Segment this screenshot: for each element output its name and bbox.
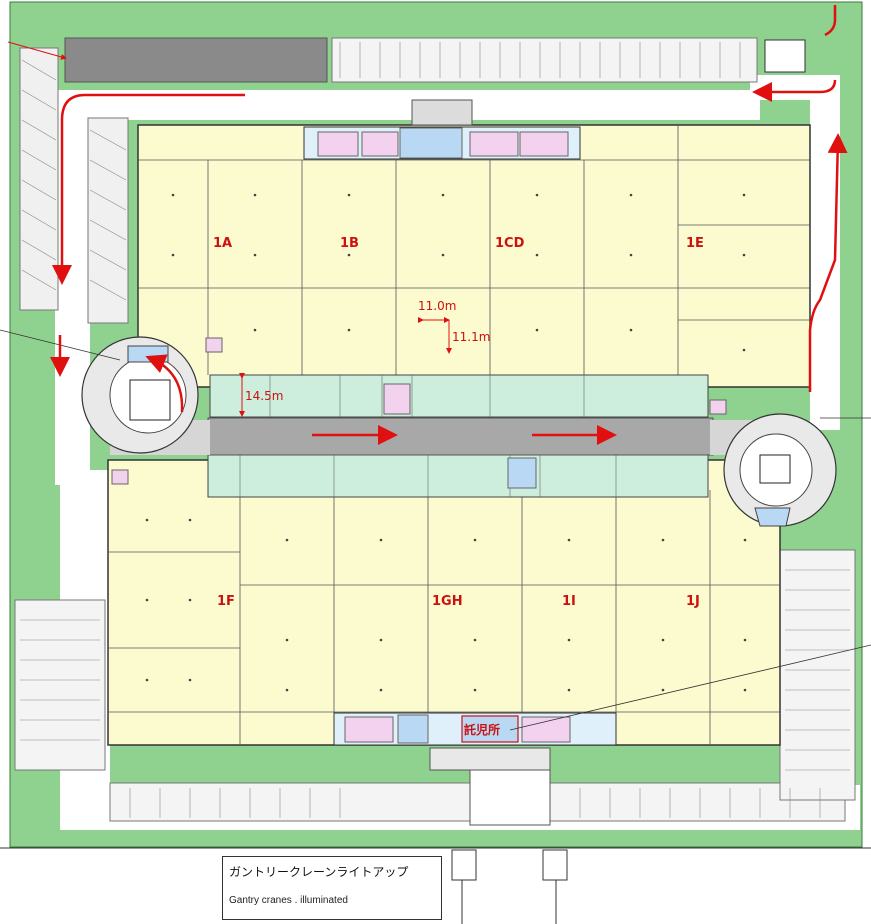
office-top-pink-4 <box>519 131 569 157</box>
legend-title-ja: ガントリークレーンライトアップ <box>229 865 409 879</box>
pink-box-left <box>205 337 223 353</box>
arrow-top-left <box>52 93 245 285</box>
parking-top-gray <box>64 37 328 83</box>
central-roadway <box>207 417 714 456</box>
entrance-bottom-frame <box>429 747 551 771</box>
dimension-arrows <box>239 317 452 417</box>
zone-label-1GH: 1GH <box>432 594 463 609</box>
aisle-upper <box>209 374 709 418</box>
aisle-dividers <box>239 375 617 497</box>
ramp-left-core <box>129 379 171 421</box>
childcare-room <box>461 715 519 743</box>
zone-label-1J: 1J <box>686 594 700 609</box>
building-upper <box>137 124 811 388</box>
legend-box: ガントリークレーンライトアップ Gantry cranes . illumina… <box>222 856 442 920</box>
office-top-pink-2 <box>361 131 399 157</box>
legend-title-en: Gantry cranes . illuminated <box>229 895 348 906</box>
aisle-lower <box>207 454 709 498</box>
parking-top-lines <box>331 37 758 83</box>
utility-box-top-right <box>764 39 806 73</box>
dim-label-bay-width: 11.0m <box>418 299 456 313</box>
ramp-left-blue <box>127 345 169 363</box>
gantry-pad-2 <box>542 849 568 881</box>
pink-box-right <box>709 399 727 415</box>
dim-label-bay-depth: 11.1m <box>452 330 490 344</box>
office-top-blue <box>399 127 463 159</box>
arrow-top-corner <box>824 5 837 37</box>
childcare-label: 託児所 <box>464 722 500 737</box>
office-top-pink-3 <box>469 131 519 157</box>
arrow-top-right <box>752 79 837 102</box>
entrance-top <box>411 99 473 126</box>
column-dots <box>145 193 747 692</box>
dim-label-aisle-width: 14.5m <box>245 389 283 403</box>
parking-left <box>19 47 59 311</box>
zone-label-1CD: 1CD <box>495 236 525 251</box>
pink-box-lower-left <box>111 469 129 485</box>
office-bottom-blue <box>397 714 429 744</box>
zone-label-1E: 1E <box>686 236 704 251</box>
office-top-pink-1 <box>317 131 359 157</box>
entrance-bottom <box>469 769 551 826</box>
zone-label-1I: 1I <box>562 594 576 609</box>
upper-grid <box>138 125 810 375</box>
office-bottom-pink-1 <box>344 716 394 743</box>
gantry-pad-1 <box>451 849 477 881</box>
traffic-arrows <box>7 5 848 445</box>
arrow-ramp-curve <box>145 354 184 413</box>
lower-grid <box>108 490 780 745</box>
ramp-right-core <box>759 454 791 484</box>
parking-stripes <box>20 42 850 818</box>
outer-road-left <box>55 90 90 485</box>
zone-label-1A: 1A <box>213 236 232 251</box>
ramp-right-blue <box>754 507 791 527</box>
parking-right <box>779 549 856 801</box>
aisle-core-lower <box>507 457 537 489</box>
zone-label-1F: 1F <box>217 594 235 609</box>
office-bottom-pink-2 <box>521 716 571 743</box>
parking-left-inner <box>87 117 129 324</box>
arrow-right-up <box>808 133 848 392</box>
aisle-core-upper <box>383 383 411 415</box>
callout-line-bottom <box>509 644 871 731</box>
outer-road-right-top <box>750 75 840 100</box>
arrow-top-left-corner <box>7 41 67 60</box>
zone-label-1B: 1B <box>340 236 359 251</box>
parking-lower-left <box>14 599 106 771</box>
